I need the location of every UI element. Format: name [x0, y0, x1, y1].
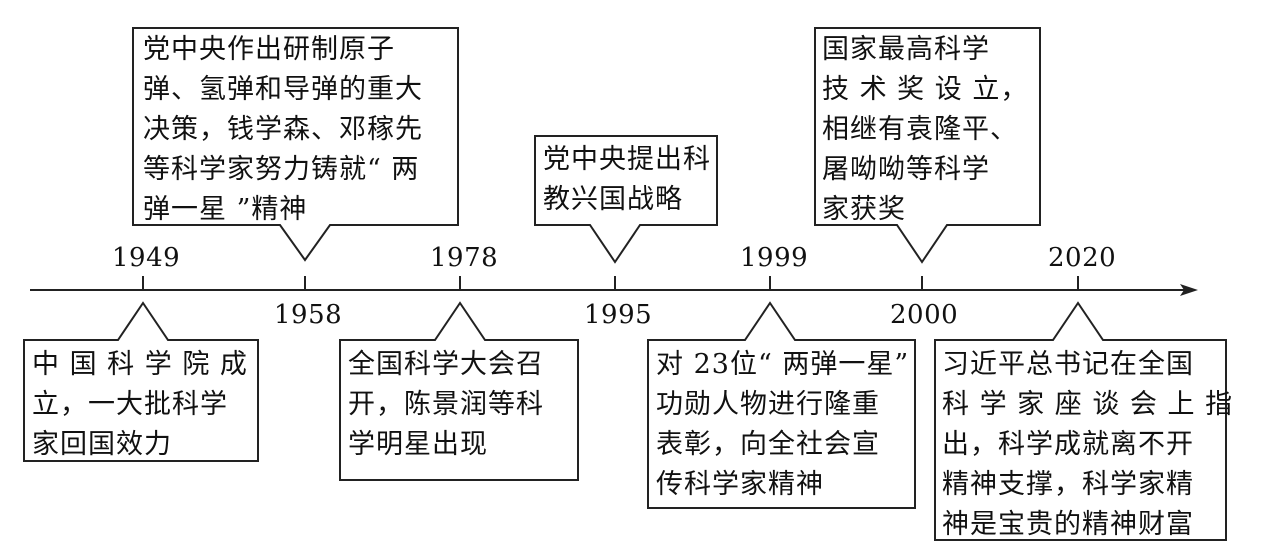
callout-box-2000 [814, 27, 1041, 264]
event-text-1949: 中 国 科 学 院 成 立，一大批科学 家回国效力 [32, 349, 248, 460]
year-label-1995: 1995 [584, 300, 653, 330]
event-text-1999: 对 23位“ 两弹一星” 功勋人物进行隆重 表彰，向全社会宣 传科学家精神 [656, 349, 910, 500]
callout-box-1995 [534, 135, 718, 264]
callout-box-2020 [934, 301, 1227, 541]
event-text-2000: 国家最高科学 技 术 奖 设 立， 相继有袁隆平、 屠呦呦等科学 家获奖 [822, 34, 1029, 225]
event-text-1995: 党中央提出科 教兴国战略 [543, 144, 711, 215]
callout-box-1999 [647, 301, 916, 509]
year-label-1978: 1978 [430, 243, 499, 273]
event-text-2020: 习近平总书记在全国 科 学 家 座 谈 会 上 指 出，科学成就离不开 精神支撑… [942, 349, 1234, 540]
year-label-1949: 1949 [112, 243, 181, 273]
axis-arrowhead [1180, 284, 1198, 296]
event-text-1958: 党中央作出研制原子 弹、氢弹和导弹的重大 决策，钱学森、邓稼先 等科学家努力铸就… [143, 34, 423, 225]
year-label-2000: 2000 [890, 300, 959, 330]
callout-box-1958 [132, 27, 459, 262]
year-label-2020: 2020 [1048, 243, 1117, 273]
callout-box-1949 [23, 301, 259, 462]
event-text-1978: 全国科学大会召 开，陈景润等科 学明星出现 [348, 349, 544, 460]
callout-box-1978 [339, 301, 579, 481]
year-label-1958: 1958 [274, 300, 343, 330]
year-label-1999: 1999 [740, 243, 809, 273]
